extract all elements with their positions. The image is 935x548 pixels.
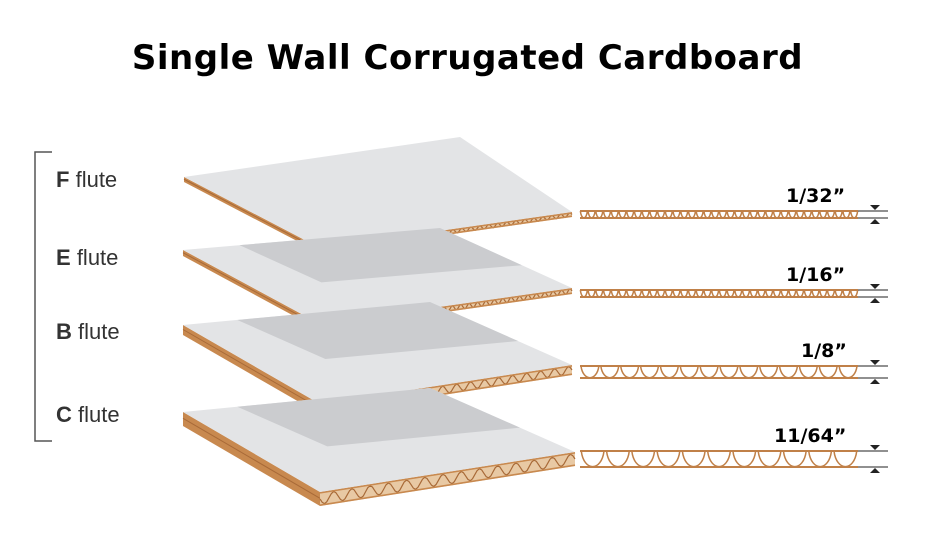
arrow-up-icon [870,379,880,384]
flute-letter: F [56,167,70,192]
flute-label-c: C flute [56,402,120,428]
arrow-up-icon [870,219,880,224]
board-side-line-e [182,252,321,328]
flute-letter: E [56,245,71,270]
board-side-c [183,412,320,506]
board-side-line-c [182,417,321,499]
thickness-e: 1/16” [786,264,846,286]
flute-letter: B [56,319,72,344]
board-side-line-f [183,178,321,251]
flute-label-e: E flute [56,245,118,271]
profile-flute-e [579,289,859,298]
flute-word: flute [78,402,120,427]
bracket [34,151,52,442]
board-shade-c [237,388,520,447]
flute-label-f: F flute [56,167,117,193]
profile-flute-c [580,450,858,468]
page-title: Single Wall Corrugated Cardboard [131,38,804,78]
arrow-down-icon [870,284,880,289]
flute-word: flute [76,245,119,270]
profile-flute-f [579,210,859,219]
thickness-b: 1/8” [801,340,847,362]
board-shade-b [237,302,519,359]
flute-word: flute [78,319,120,344]
board-side-line-b [182,329,321,409]
flute-label-b: B flute [56,319,120,345]
thickness-f: 1/32” [786,185,846,207]
flute-word: flute [75,167,118,192]
arrow-up-icon [870,298,880,303]
profile-flute-b [580,365,858,379]
arrow-down-icon [870,360,880,365]
arrow-down-icon [870,445,880,450]
thickness-c: 11/64” [774,425,847,447]
board-liner-top-c [319,452,576,494]
arrow-up-icon [870,468,880,473]
board-face-f [184,137,572,248]
board-shade-e [239,228,522,283]
board-flute-c [319,453,576,505]
flute-letter: C [56,402,72,427]
arrow-down-icon [870,205,880,210]
board-liner-c [319,464,576,506]
